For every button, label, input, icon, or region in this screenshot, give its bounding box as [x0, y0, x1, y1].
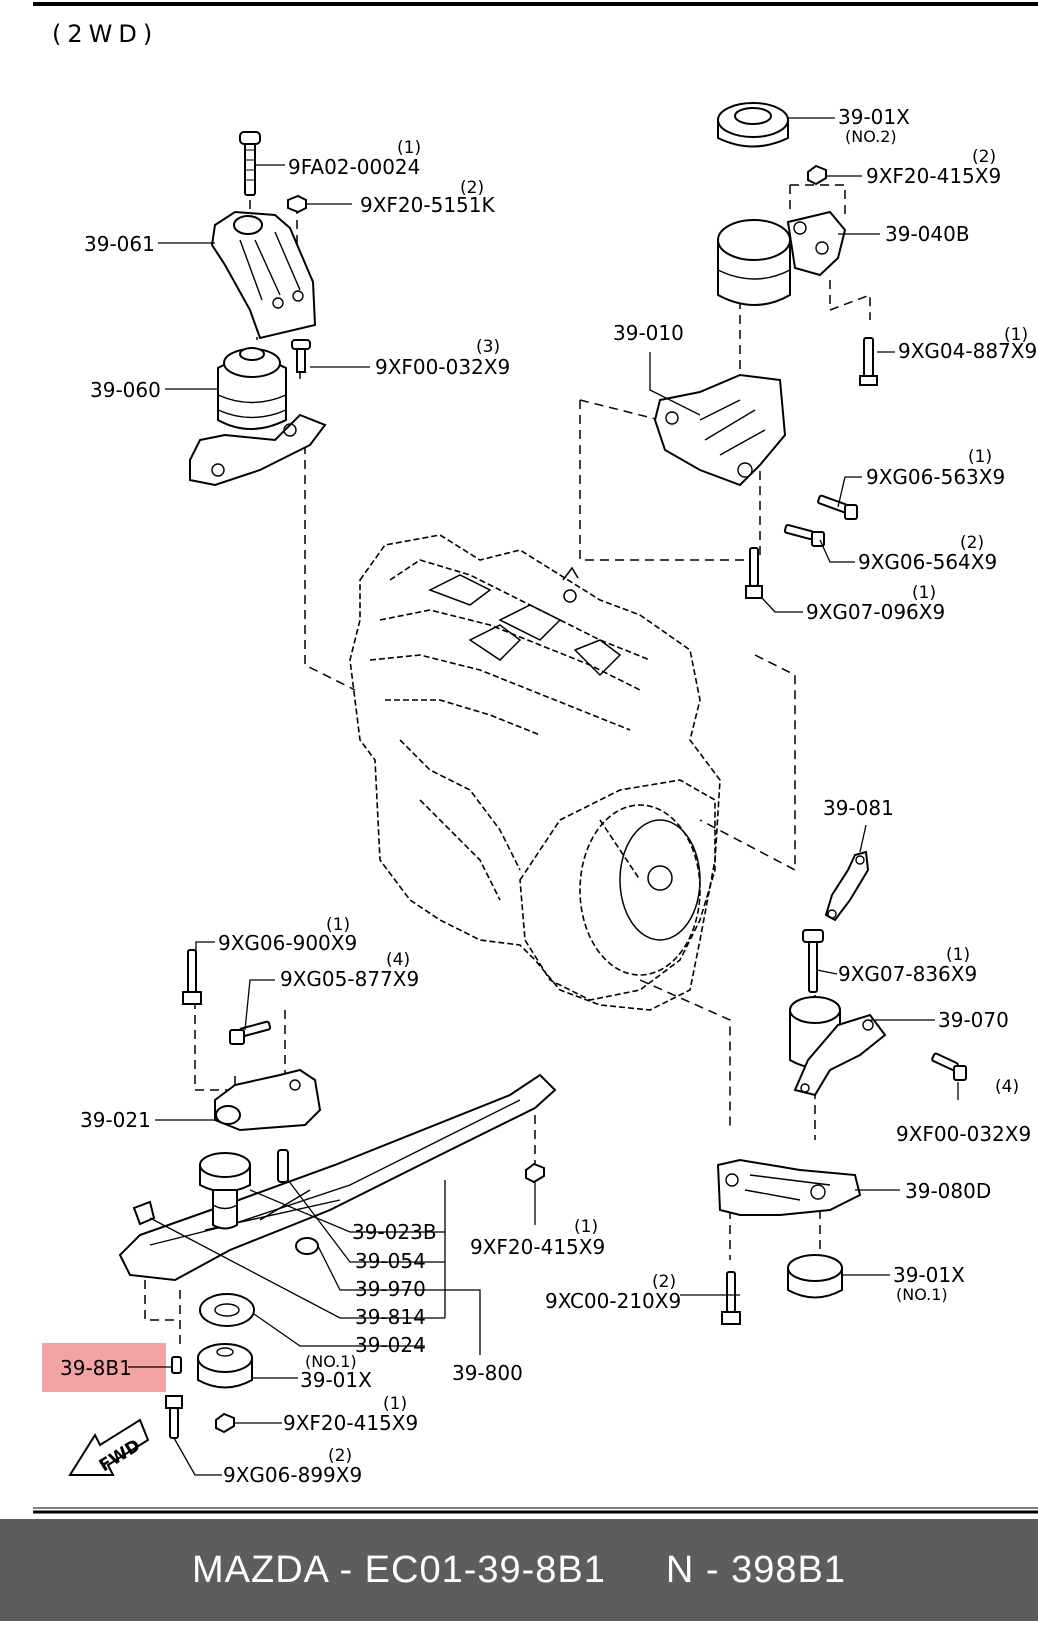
nut-9xf20-415x9-crossmember: [525, 1162, 545, 1184]
stud-39-054: [277, 1149, 289, 1183]
qty-p20: (1): [326, 915, 350, 935]
label-39-081: 39-081: [823, 796, 894, 820]
bolt-9xg06-563x9: [817, 494, 858, 520]
label-9xf00-032x9-top: 9XF00-032X9: [375, 355, 510, 379]
footer-part-number: MAZDA - EC01-39-8B1: [191, 1548, 606, 1591]
bolt-9xc00-210x9: [721, 1271, 741, 1325]
sub-no2: (NO.2): [845, 127, 897, 146]
fwd-direction-arrow: FWD: [68, 1418, 150, 1476]
label-9xf20-415x9-crossmember: 9XF20-415X9: [470, 1235, 605, 1259]
label-leader-lines: [128, 117, 959, 1476]
nut-9xf20-415x9-bottom: [215, 1412, 235, 1434]
bolt-9xg06-900x9: [182, 949, 202, 1005]
label-39-061: 39-061: [84, 232, 155, 256]
label-39-040b: 39-040B: [885, 222, 970, 246]
qty-p10: (1): [1004, 325, 1028, 345]
label-39-01x-no1-left: 39-01X: [300, 1368, 372, 1392]
label-9xf00-032x9-right: 9XF00-032X9: [896, 1122, 1031, 1146]
label-39-814: 39-814: [355, 1305, 426, 1329]
insulator-39-01x-no2: [717, 102, 789, 148]
label-39-023b: 39-023B: [352, 1220, 437, 1244]
label-9xf20-415x9-top: 9XF20-415X9: [866, 164, 1001, 188]
label-9xg07-096x9: 9XG07-096X9: [806, 600, 945, 624]
footer-catalog-ref: N - 398B1: [665, 1548, 846, 1591]
qty-p1: (1): [397, 138, 421, 158]
label-39-970: 39-970: [355, 1277, 426, 1301]
label-39-021: 39-021: [80, 1108, 151, 1132]
qty-p21: (4): [386, 950, 410, 970]
part-number-footer: MAZDA - EC01-39-8B1 N - 398B1: [0, 1519, 1038, 1621]
qty-p30: (2): [652, 1272, 676, 1292]
label-9xg04-887x9: 9XG04-887X9: [898, 339, 1037, 363]
label-9xg06-564x9: 9XG06-564X9: [858, 550, 997, 574]
bolt-9xg07-096x9: [745, 547, 763, 599]
label-9xg07-836x9: 9XG07-836X9: [838, 962, 977, 986]
bolt-9xg06-564x9: [783, 523, 825, 547]
nut-9xf20-415x9-top: [807, 164, 827, 186]
label-39-054: 39-054: [355, 1249, 426, 1273]
label-39-010: 39-010: [613, 321, 684, 345]
nut-39-970: [132, 1200, 319, 1255]
label-9xg06-563x9: 9XG06-563X9: [866, 465, 1005, 489]
mount-39-040b: [717, 210, 847, 306]
bolt-9xf00-032x9-right: [931, 1052, 967, 1081]
label-39-8b1-highlighted: 39-8B1: [60, 1356, 132, 1380]
insulator-39-01x-no1-right: [787, 1254, 843, 1299]
label-9xg05-877x9: 9XG05-877X9: [280, 967, 419, 991]
qty-p4: (3): [476, 337, 500, 357]
qty-p33: (1): [383, 1394, 407, 1414]
drive-type-label: (2WD): [52, 20, 158, 48]
assembly-dashed-lines: [144, 184, 871, 1350]
label-9xc00-210x9: 9XC00-210X9: [545, 1289, 681, 1313]
qty-p29: (1): [574, 1217, 598, 1237]
bolt-9xg06-899x9: [165, 1395, 183, 1439]
label-9xg06-899x9: 9XG06-899X9: [223, 1463, 362, 1487]
engine-mount-bracket-39-061: [210, 131, 317, 340]
part-labels: (1) 9FA02-00024 (2) 39-061 9XF20-5151K 3…: [60, 105, 1037, 1487]
label-39-080d: 39-080D: [905, 1179, 991, 1203]
qty-p17: (4): [995, 1077, 1019, 1097]
label-9xg06-900x9: 9XG06-900X9: [218, 931, 357, 955]
engine-transmission-assembly: [349, 534, 721, 1011]
qty-p34: (2): [328, 1446, 352, 1466]
label-39-060: 39-060: [90, 378, 161, 402]
bolt-9xg05-877x9: [229, 1020, 272, 1045]
label-9xf20-5151k-text: 9XF20-5151K: [360, 193, 495, 217]
label-39-01x-no1-right: 39-01X: [893, 1263, 965, 1287]
bolt-9xg04-887x9: [859, 337, 878, 386]
mount-39-023b: [199, 1152, 251, 1230]
label-9fa02-00024: 9FA02-00024: [288, 155, 420, 179]
label-39-800: 39-800: [452, 1361, 523, 1385]
mount-39-070: [789, 996, 887, 1097]
qty-p15: (1): [946, 945, 970, 965]
bolt-9xg07-836x9: [802, 929, 824, 993]
insulator-39-01x-no1-left: [197, 1343, 253, 1389]
sub-no1-right: (NO.1): [896, 1285, 948, 1304]
bracket-39-010: [653, 373, 787, 487]
qty-p11: (1): [968, 447, 992, 467]
qty-p12: (2): [960, 533, 984, 553]
qty-p13: (1): [912, 583, 936, 603]
qty-p7: (2): [972, 147, 996, 167]
label-39-01x-no2: 39-01X: [838, 105, 910, 129]
sub-no1-left: (NO.1): [305, 1352, 357, 1371]
bracket-39-021: [214, 1068, 322, 1132]
label-39-070: 39-070: [938, 1008, 1009, 1032]
bracket-39-080d: [716, 1158, 862, 1216]
link-39-081: [824, 850, 870, 922]
qty-p2: (2): [460, 178, 484, 198]
pin-39-8b1: [171, 1356, 182, 1374]
washer-39-024: [199, 1293, 255, 1327]
label-39-024: 39-024: [355, 1333, 426, 1357]
engine-mount-39-060: [189, 339, 327, 487]
label-9xf20-415x9-bottom: 9XF20-415X9: [283, 1411, 418, 1435]
